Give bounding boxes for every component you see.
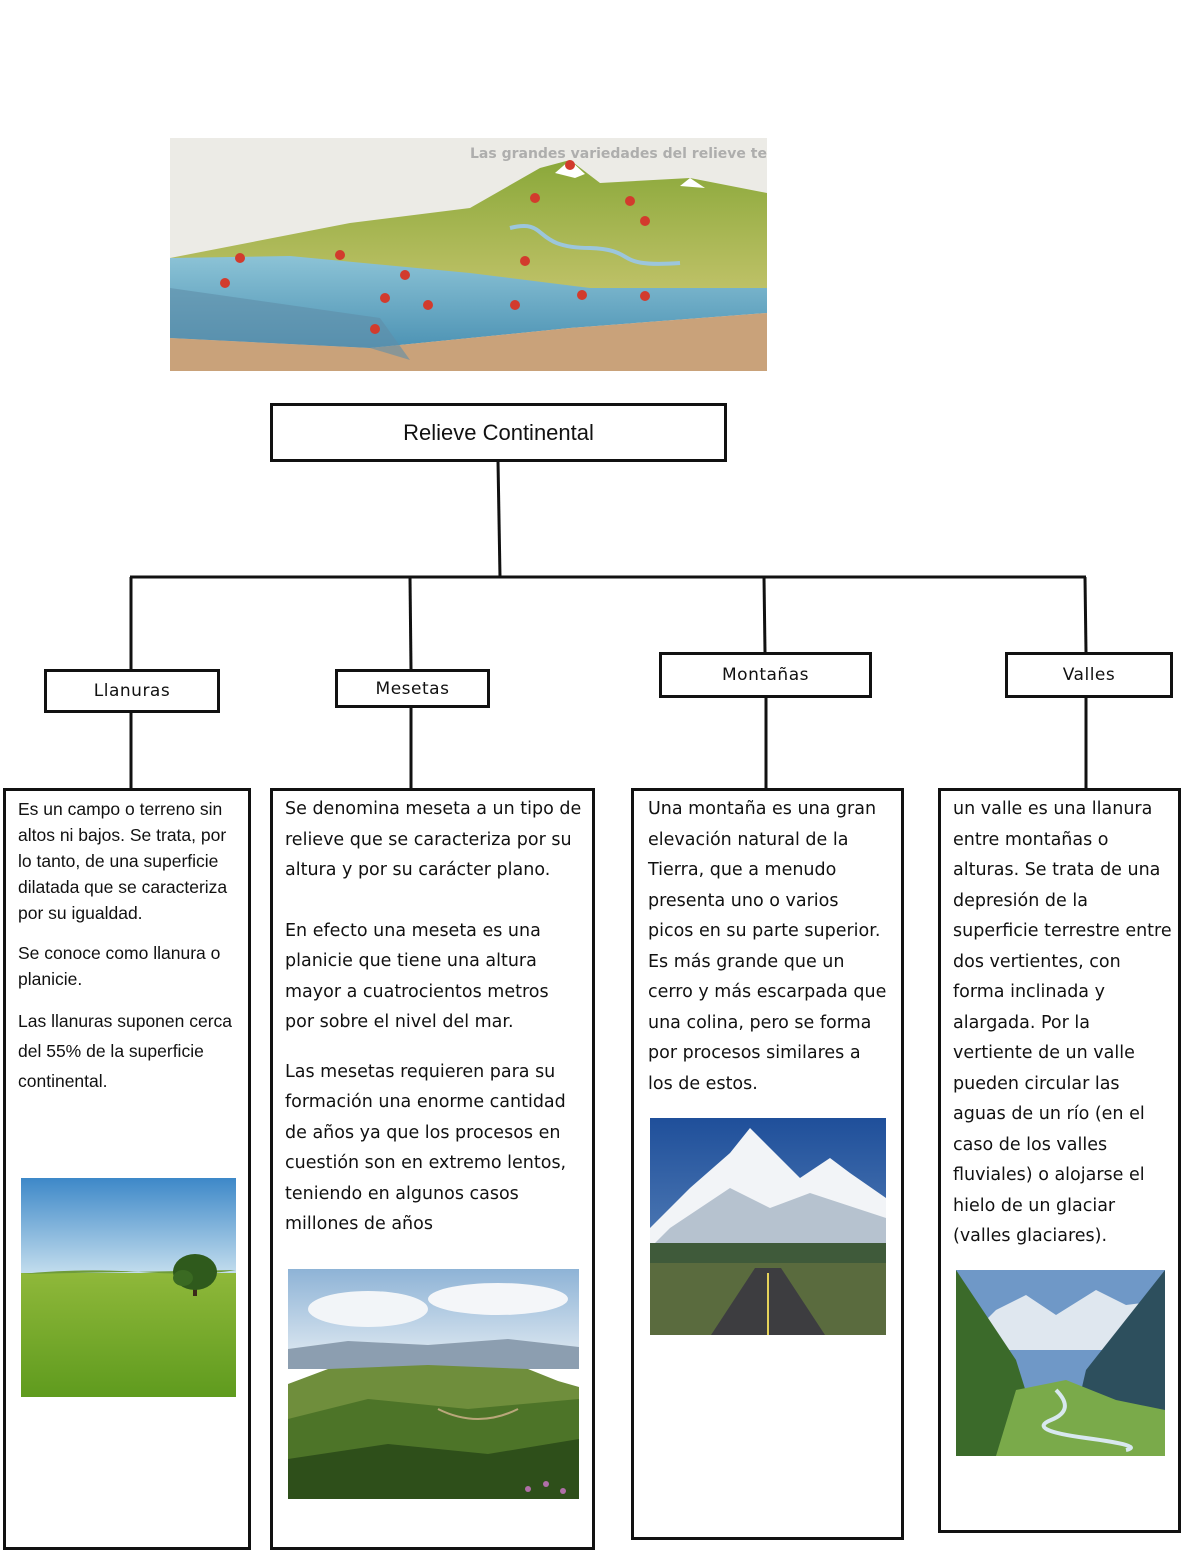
- node-llanuras: Llanuras: [44, 669, 220, 713]
- mesetas-paragraph-1: Se denomina meseta a un tipo de relieve …: [285, 799, 582, 880]
- montanas-paragraph-1: Una montaña es una gran elevación natura…: [648, 799, 887, 1094]
- mesetas-text: Se denomina meseta a un tipo de relieve …: [285, 794, 583, 1240]
- valles-text: un valle es una llanura entre montañas o…: [953, 794, 1173, 1252]
- valles-label: Valles: [1062, 665, 1116, 685]
- mesetas-label: Mesetas: [375, 678, 450, 699]
- relief-illustration: Las grandes variedades del relieve terre…: [170, 138, 767, 371]
- node-montanas: Montañas: [659, 652, 872, 698]
- montanas-text: Una montaña es una gran elevación natura…: [648, 794, 888, 1099]
- valley-photo: [956, 1270, 1165, 1456]
- mesetas-paragraph-2: En efecto una meseta es una planicie que…: [285, 920, 549, 1033]
- illustration-caption: Las grandes variedades del relieve terre…: [470, 146, 767, 162]
- llanuras-label: Llanuras: [93, 681, 171, 701]
- llanuras-paragraph-1: Es un campo o terreno sin altos ni bajos…: [18, 799, 228, 923]
- llanuras-paragraph-3: Las llanuras suponen cerca del 55% de la…: [18, 1011, 233, 1091]
- plateau-photo: [288, 1269, 579, 1499]
- mesetas-paragraph-3: Las mesetas requieren para su formación …: [285, 1061, 567, 1235]
- llanuras-text: Es un campo o terreno sin altos ni bajos…: [18, 796, 240, 1096]
- montanas-label: Montañas: [722, 665, 809, 685]
- valles-paragraph-1: un valle es una llanura entre montañas o…: [953, 799, 1172, 1246]
- root-node: Relieve Continental: [270, 403, 727, 462]
- plain-photo: [21, 1178, 236, 1397]
- node-valles: Valles: [1005, 652, 1173, 698]
- mountain-photo: [650, 1118, 886, 1335]
- root-label: Relieve Continental: [403, 419, 594, 445]
- llanuras-paragraph-2: Se conoce como llanura o planicie.: [18, 943, 221, 989]
- card-llanuras: [3, 788, 251, 1550]
- node-mesetas: Mesetas: [335, 669, 490, 708]
